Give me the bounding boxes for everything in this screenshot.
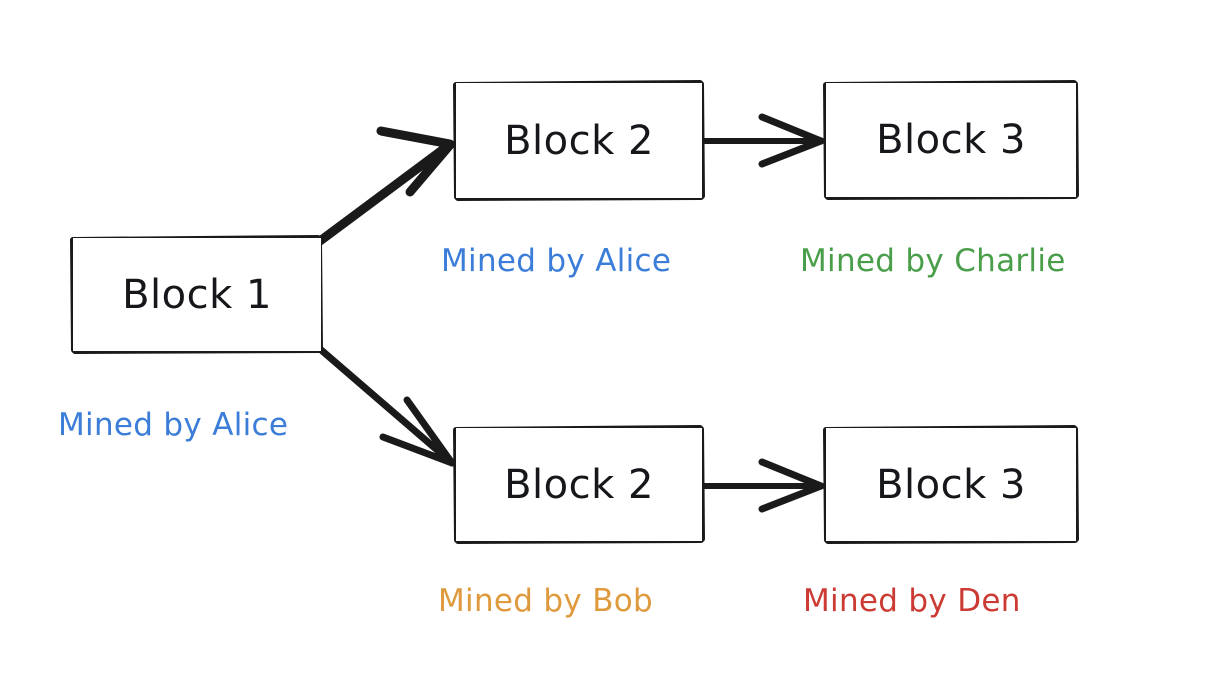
block-3-top-miner-label: Mined by Charlie	[800, 243, 1066, 279]
block-1[interactable]: Block 1	[73, 238, 321, 351]
block-3-top[interactable]: Block 3	[826, 83, 1076, 197]
block-2-bottom-miner-label: Mined by Bob	[438, 583, 653, 619]
chain-top-arrow	[700, 113, 825, 168]
block-2-top-label: Block 2	[504, 117, 654, 164]
block-3-bottom-miner-label: Mined by Den	[803, 583, 1021, 619]
block-2-bottom[interactable]: Block 2	[456, 428, 702, 541]
block-2-top-miner-label: Mined by Alice	[441, 243, 672, 279]
block-1-label: Block 1	[122, 271, 272, 318]
fork-up-arrow	[315, 126, 455, 246]
block-3-top-label: Block 3	[876, 117, 1026, 163]
block-1-miner-label: Mined by Alice	[58, 407, 289, 443]
block-2-bottom-label: Block 2	[504, 461, 654, 508]
block-2-top[interactable]: Block 2	[456, 83, 702, 198]
block-3-bottom[interactable]: Block 3	[826, 428, 1076, 541]
chain-bottom-arrow	[700, 458, 825, 513]
block-3-bottom-label: Block 3	[876, 461, 1026, 508]
fork-down-arrow	[316, 345, 456, 467]
